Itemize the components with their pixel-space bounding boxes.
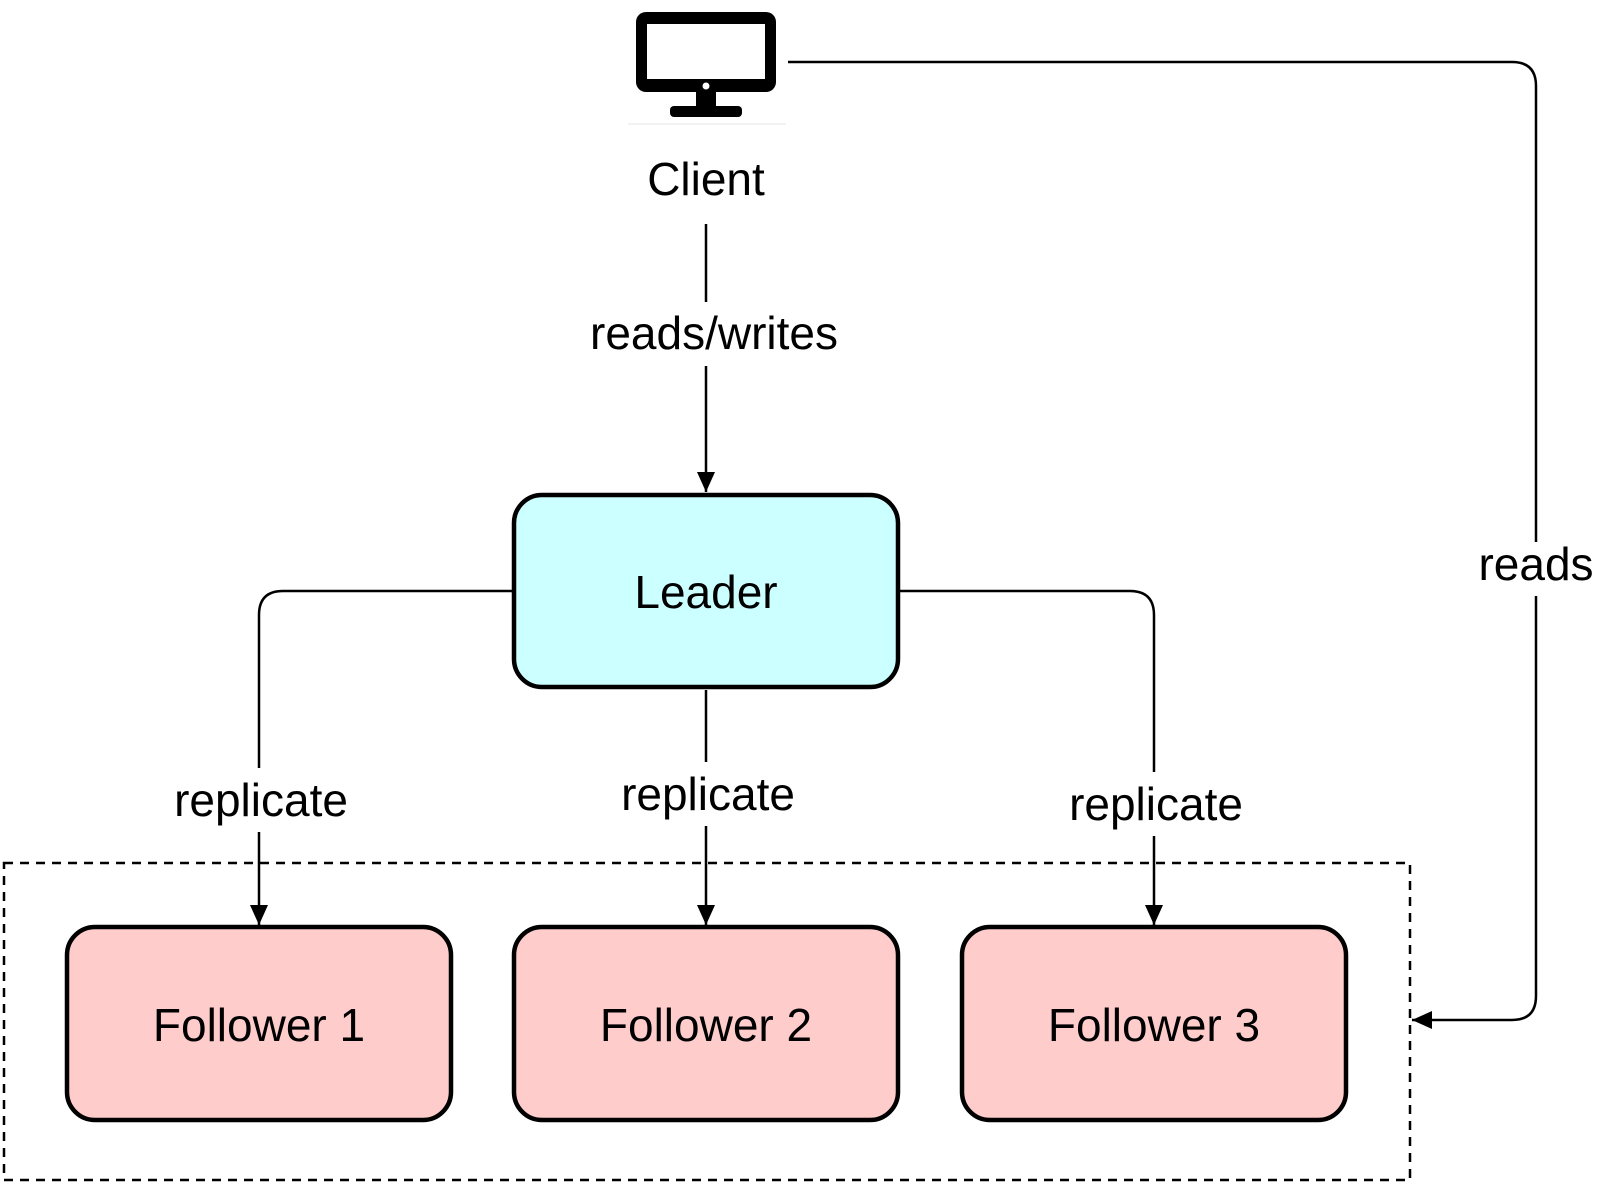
edge-replicate-follower-3: [898, 589, 1163, 925]
edge-label-replicate-2: replicate: [621, 768, 795, 820]
edge-client-to-followers: [788, 60, 1538, 1029]
followers-group: [2, 861, 1412, 1182]
follower-node-2: Follower 2: [511, 924, 901, 1123]
follower-2-label: Follower 2: [600, 999, 812, 1051]
leader-label: Leader: [634, 566, 777, 618]
edge-label-replicate-1: replicate: [174, 774, 348, 826]
leader-node: Leader: [511, 492, 901, 690]
follower-3-label: Follower 3: [1048, 999, 1260, 1051]
edge-label-reads-writes: reads/writes: [590, 307, 838, 359]
follower-node-3: Follower 3: [959, 924, 1349, 1123]
edge-label-reads: reads: [1478, 538, 1593, 590]
edge-label-replicate-3: replicate: [1069, 778, 1243, 830]
desktop-monitor-icon: [628, 12, 786, 125]
follower-1-label: Follower 1: [153, 999, 365, 1051]
follower-node-1: Follower 1: [64, 924, 454, 1123]
client-label: Client: [647, 153, 765, 205]
edge-replicate-follower-1: [250, 589, 514, 925]
